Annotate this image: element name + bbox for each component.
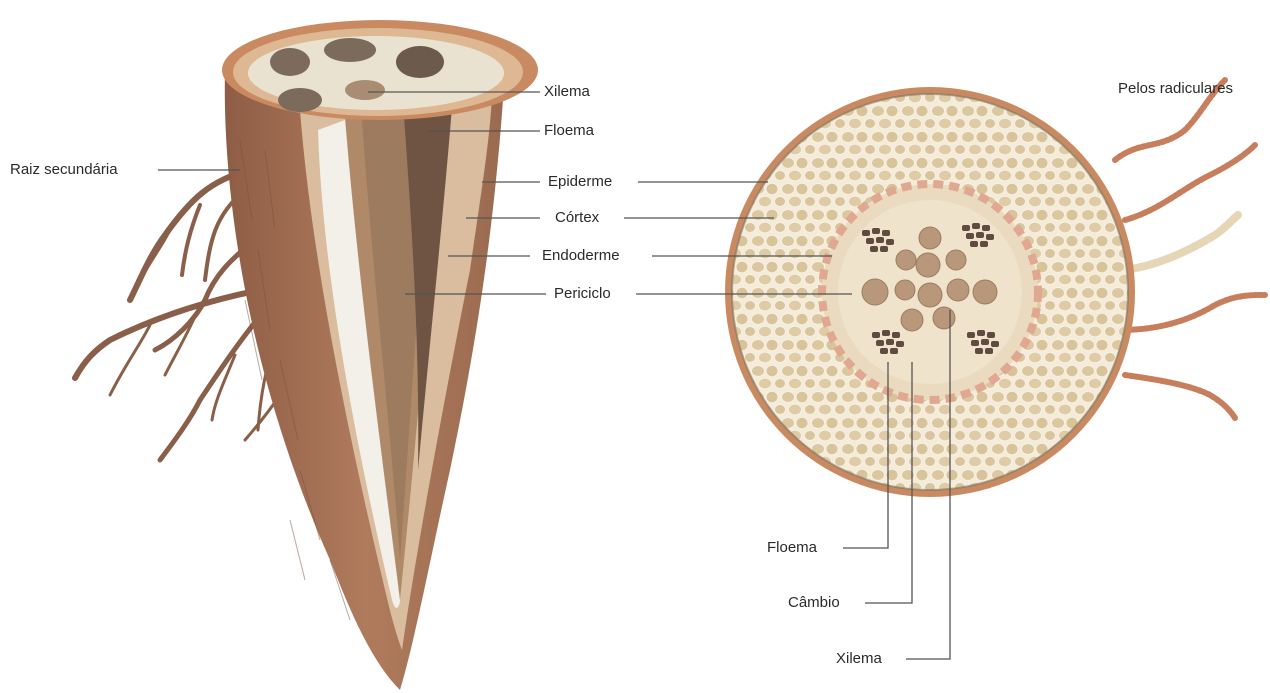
root-longitudinal-section bbox=[75, 20, 538, 690]
label-floema-right: Floema bbox=[767, 539, 817, 557]
label-cambio: Câmbio bbox=[788, 594, 840, 612]
label-epiderme: Epiderme bbox=[548, 173, 612, 191]
label-periciclo: Periciclo bbox=[554, 285, 611, 303]
root-hairs bbox=[1115, 80, 1265, 418]
label-cortex: Córtex bbox=[555, 209, 599, 227]
label-raiz-secundaria: Raiz secundária bbox=[10, 161, 118, 179]
label-floema-left: Floema bbox=[544, 122, 594, 140]
root-cross-section bbox=[725, 80, 1265, 497]
label-pelos-radiculares: Pelos radiculares bbox=[1118, 80, 1233, 98]
label-xilema-left: Xilema bbox=[544, 83, 590, 101]
label-xilema-right: Xilema bbox=[836, 650, 882, 668]
label-endoderme: Endoderme bbox=[542, 247, 620, 265]
